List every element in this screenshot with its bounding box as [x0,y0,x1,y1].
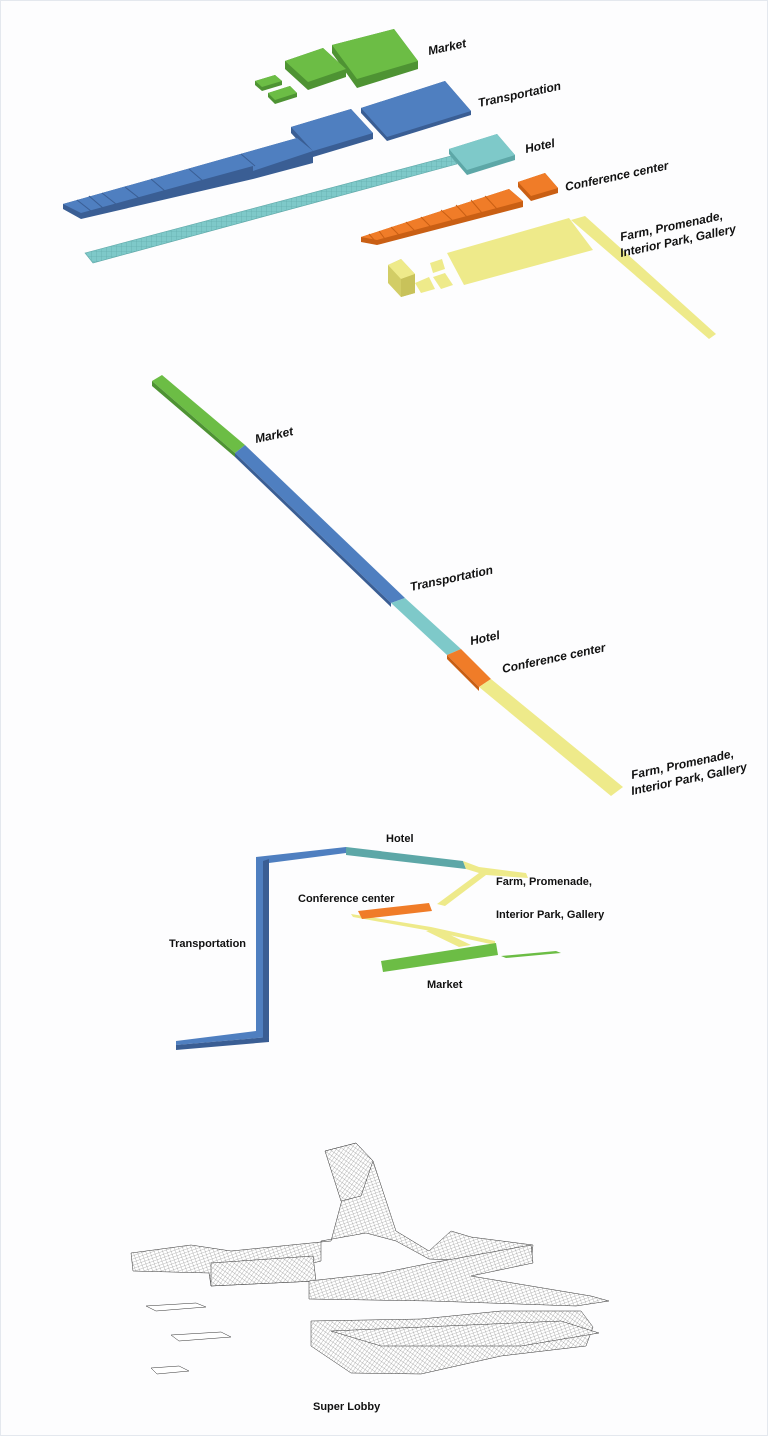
sequence-transportation-label: Transportation [409,563,495,594]
section-market-label: Market [427,979,463,991]
hotel-label: Hotel [524,136,557,156]
transportation-blocks: Transportation [63,79,562,219]
section-conference [358,903,432,919]
section-farm-label-line2: Interior Park, Gallery [496,909,605,921]
exploded-programs-panel: Market Transportation Hotel [63,29,738,339]
section-farm-promenade [351,861,528,947]
linear-sequence-panel: Market Transportation Hotel Conference c… [152,375,749,798]
section-transportation-label: Transportation [169,938,246,950]
sequence-transportation-segment [235,445,405,603]
section-hotel-label: Hotel [386,833,414,845]
conference-label: Conference center [564,158,671,194]
sequence-market-segment [152,375,245,453]
section-farm-label-line1: Farm, Promenade, [496,876,592,888]
sequence-farm-segment [479,679,623,796]
section-market [381,943,561,972]
stacked-section-panel: Hotel Conference center Farm, Promenade,… [169,833,605,1050]
sequence-hotel-segment [391,598,461,655]
super-lobby-panel [130,1142,610,1375]
hotel-blocks: Hotel [84,134,557,264]
market-blocks: Market [255,29,468,104]
super-lobby-title: Super Lobby [313,1401,381,1413]
section-conference-label: Conference center [298,893,395,905]
sequence-market-label: Market [254,424,296,446]
sequence-hotel-label: Hotel [469,628,502,648]
market-label: Market [427,36,469,58]
sequence-conference-segment [447,649,491,687]
section-transportation [176,847,346,1050]
transportation-label: Transportation [477,79,563,110]
section-hotel [346,847,466,869]
sequence-conference-label: Conference center [501,640,608,676]
